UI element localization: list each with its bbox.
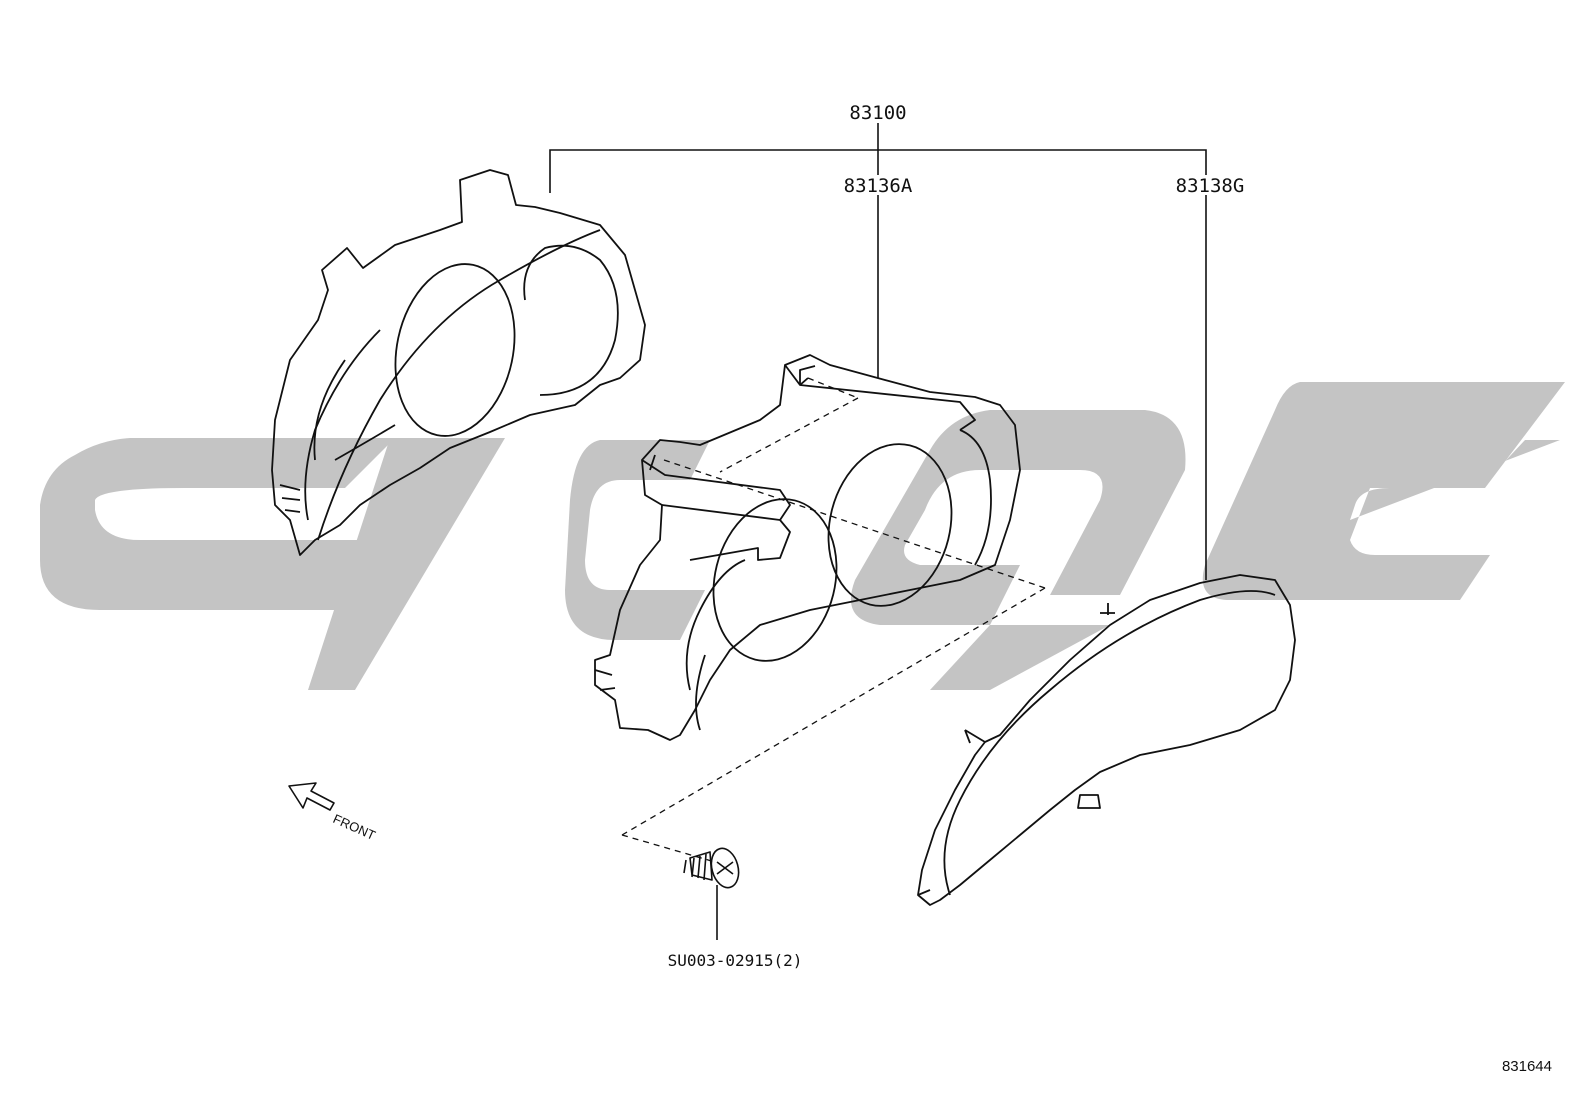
screw-part (683, 847, 740, 889)
left-arrow-icon (288, 782, 335, 811)
label-glass: 83138G (1176, 175, 1245, 197)
figure-number: 831644 (1502, 1058, 1552, 1075)
label-housing: 83136A (844, 175, 913, 197)
bracket-assembly (549, 149, 1207, 193)
leader-lines (549, 123, 1207, 940)
label-screw: SU003-02915(2) (668, 951, 803, 970)
cluster-body-part (271, 169, 646, 556)
label-assembly: 83100 (849, 102, 906, 124)
label-front: FRONT (331, 811, 378, 843)
logo-watermark (40, 382, 1565, 690)
housing-part (594, 354, 1021, 741)
glass-lens-part (917, 574, 1296, 906)
